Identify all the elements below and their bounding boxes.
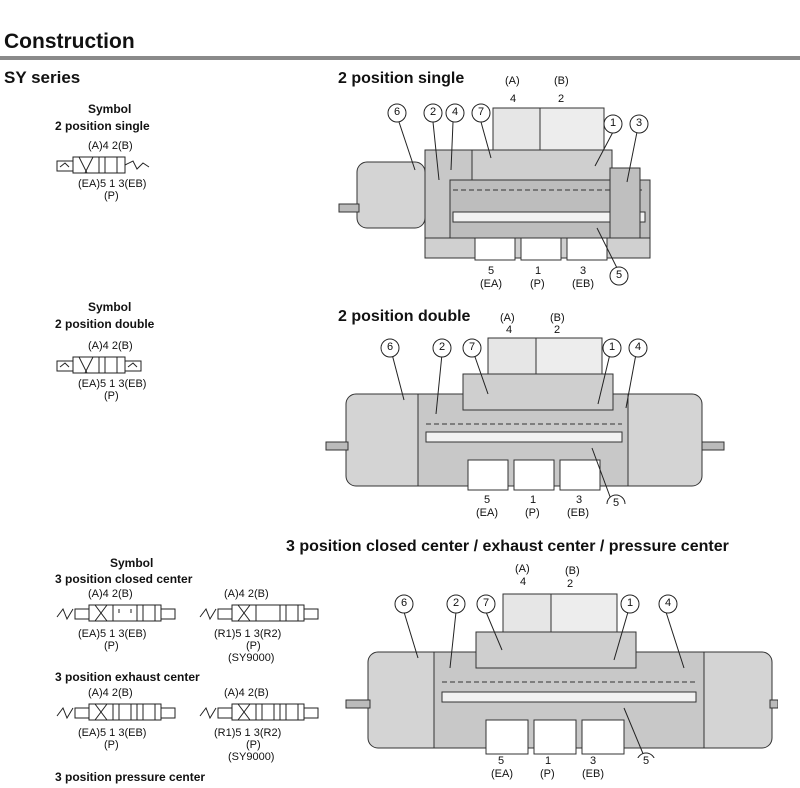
callout-2: 2 — [439, 341, 446, 353]
valve-symbol-3pos-closed-sy9000 — [199, 604, 319, 622]
port-label-b: (B) — [554, 75, 569, 87]
symbol-bottom-ports: (EA)5 1 3(EB) — [78, 628, 147, 640]
valve-cross-section-3pos — [345, 593, 778, 758]
symbol-top-ports: (A)4 2(B) — [88, 588, 133, 600]
diagram-title: 2 position single — [338, 70, 465, 87]
symbol-top-ports: (A)4 2(B) — [224, 588, 269, 600]
valve-symbol-2pos-double — [56, 356, 142, 374]
symbol-bottom-ports: (EA)5 1 3(EB) — [78, 727, 147, 739]
port-num-4: 4 — [520, 576, 527, 588]
callout-7: 7 — [469, 341, 476, 353]
diagram-title: 2 position double — [338, 308, 471, 325]
port-label-b: (B) — [550, 312, 565, 324]
symbol-name: 2 position single — [55, 119, 150, 133]
port-label-p: (P) — [525, 507, 540, 519]
valve-cross-section-single — [338, 103, 651, 286]
callout-6: 6 — [394, 106, 401, 118]
symbol-note: (SY9000) — [228, 751, 275, 763]
symbol-name: 2 position double — [55, 317, 155, 331]
callout-1: 1 — [610, 117, 617, 129]
symbol-p-label: (P) — [104, 390, 119, 402]
port-label-p: (P) — [540, 768, 555, 780]
port-num-3: 3 — [576, 494, 583, 506]
symbol-heading: Symbol — [88, 300, 132, 314]
port-label-eb: (EB) — [582, 768, 604, 780]
callout-6: 6 — [401, 597, 408, 609]
symbol-p-label: (P) — [104, 190, 119, 202]
symbol-name: 3 position closed center — [55, 572, 193, 586]
callout-5: 5 — [643, 755, 650, 767]
port-label-a: (A) — [505, 75, 520, 87]
callout-7: 7 — [483, 597, 490, 609]
symbol-p-label: (P) — [246, 739, 261, 751]
port-label-ea: (EA) — [476, 507, 498, 519]
symbol-bottom-ports: (R1)5 1 3(R2) — [214, 628, 282, 640]
port-label-ea: (EA) — [480, 278, 502, 290]
series-title: SY series — [4, 68, 81, 87]
callout-6: 6 — [387, 341, 394, 353]
valve-symbol-3pos-closed — [56, 604, 176, 622]
port-label-b: (B) — [565, 565, 580, 577]
symbol-top-ports: (A)4 2(B) — [88, 340, 133, 352]
valve-symbol-3pos-exhaust — [56, 703, 176, 721]
port-num-4: 4 — [510, 93, 517, 105]
port-label-eb: (EB) — [567, 507, 589, 519]
port-num-1: 1 — [530, 494, 537, 506]
port-num-3: 3 — [580, 265, 587, 277]
symbol-bottom-ports: (EA)5 1 3(EB) — [78, 378, 147, 390]
port-label-a: (A) — [500, 312, 515, 324]
symbol-top-ports: (A)4 2(B) — [224, 687, 269, 699]
symbol-heading: Symbol — [88, 102, 132, 116]
symbol-heading: Symbol — [110, 556, 154, 570]
symbol-name: 3 position pressure center — [55, 770, 206, 784]
port-num-1: 1 — [535, 265, 542, 277]
symbol-bottom-ports: (EA)5 1 3(EB) — [78, 178, 147, 190]
callout-7: 7 — [478, 106, 485, 118]
symbol-p-label: (P) — [104, 739, 119, 751]
callout-3: 3 — [636, 117, 643, 129]
callout-1: 1 — [609, 341, 616, 353]
valve-symbol-3pos-exhaust-sy9000 — [199, 703, 319, 721]
callout-4: 4 — [452, 106, 459, 118]
callout-5: 5 — [616, 269, 623, 281]
callout-4: 4 — [635, 341, 642, 353]
symbol-note: (SY9000) — [228, 652, 275, 664]
port-label-p: (P) — [530, 278, 545, 290]
callout-1: 1 — [627, 597, 634, 609]
port-label-ea: (EA) — [491, 768, 513, 780]
symbol-bottom-ports: (R1)5 1 3(R2) — [214, 727, 282, 739]
page-title: Construction — [4, 30, 135, 53]
symbol-p-label: (P) — [104, 640, 119, 652]
port-num-2: 2 — [554, 324, 561, 336]
symbol-top-ports: (A)4 2(B) — [88, 140, 133, 152]
port-num-5: 5 — [488, 265, 495, 277]
port-label-eb: (EB) — [572, 278, 594, 290]
port-num-5: 5 — [484, 494, 491, 506]
symbol-name: 3 position exhaust center — [55, 670, 200, 684]
valve-cross-section-double — [325, 337, 725, 504]
title-rule — [0, 56, 800, 60]
valve-symbol-2pos-single — [56, 156, 150, 174]
callout-2: 2 — [430, 106, 437, 118]
symbol-top-ports: (A)4 2(B) — [88, 687, 133, 699]
callout-4: 4 — [665, 597, 672, 609]
callout-2: 2 — [453, 597, 460, 609]
port-num-1: 1 — [545, 755, 552, 767]
port-label-a: (A) — [515, 563, 530, 575]
diagram-title: 3 position closed center / exhaust cente… — [286, 538, 729, 555]
port-num-2: 2 — [558, 93, 565, 105]
port-num-5: 5 — [498, 755, 505, 767]
callout-5: 5 — [613, 497, 620, 509]
symbol-p-label: (P) — [246, 640, 261, 652]
port-num-4: 4 — [506, 324, 513, 336]
port-num-3: 3 — [590, 755, 597, 767]
port-num-2: 2 — [567, 578, 574, 590]
